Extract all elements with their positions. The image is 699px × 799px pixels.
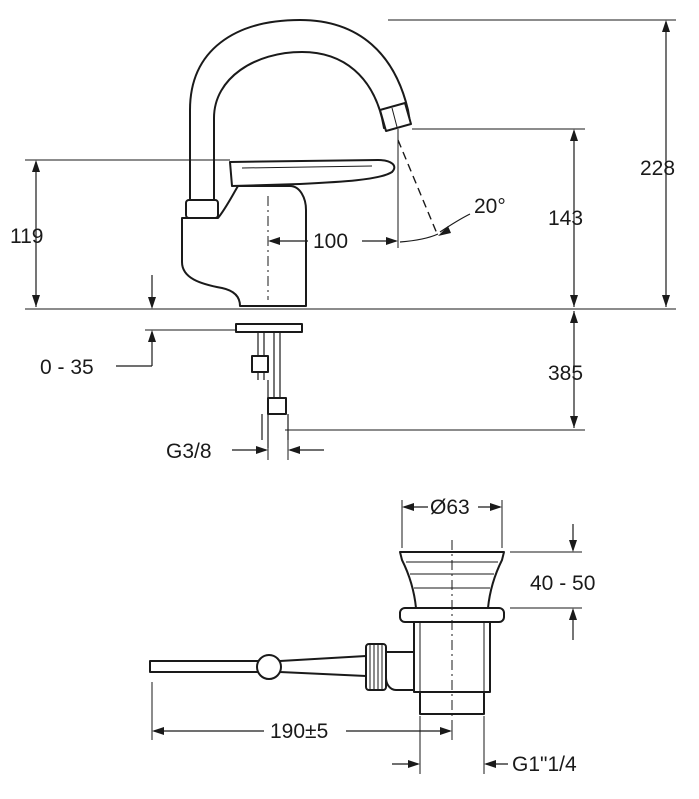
label-connection: G3/8 <box>166 440 212 463</box>
spray-line <box>397 139 439 237</box>
connector-left <box>251 355 269 373</box>
faucet-lever <box>229 159 396 187</box>
spout-tip <box>379 102 412 132</box>
label-hose-length: 385 <box>548 362 583 385</box>
label-waste-diameter: Ø63 <box>430 496 470 519</box>
waste-drawing <box>149 540 505 722</box>
label-spout-height: 143 <box>548 207 583 230</box>
label-spout-reach: 100 <box>313 230 348 253</box>
label-deck-range: 0 - 35 <box>40 356 94 379</box>
label-spray-angle: 20° <box>474 195 506 218</box>
waste-rod <box>149 660 259 673</box>
base-plate <box>235 323 303 333</box>
faucet-body <box>181 185 307 307</box>
waste-ball <box>256 654 282 680</box>
waste-nut <box>365 643 387 691</box>
dimension-labels: 228 143 119 100 20° 0 - 35 385 G3/8 Ø63 … <box>10 157 675 776</box>
connector-right <box>267 397 287 415</box>
faucet-drawing <box>181 19 439 448</box>
label-rod-length: 190±5 <box>270 720 328 743</box>
label-waste-depth: 40 - 50 <box>530 572 595 595</box>
waste-side-port <box>385 651 415 691</box>
faucet-dimensions <box>25 19 676 460</box>
spout-collar <box>185 199 219 219</box>
label-lever-height: 119 <box>10 225 43 248</box>
label-waste-thread: G1"1/4 <box>512 753 577 776</box>
label-total-height: 228 <box>640 157 675 180</box>
waste-dimensions <box>151 500 582 774</box>
